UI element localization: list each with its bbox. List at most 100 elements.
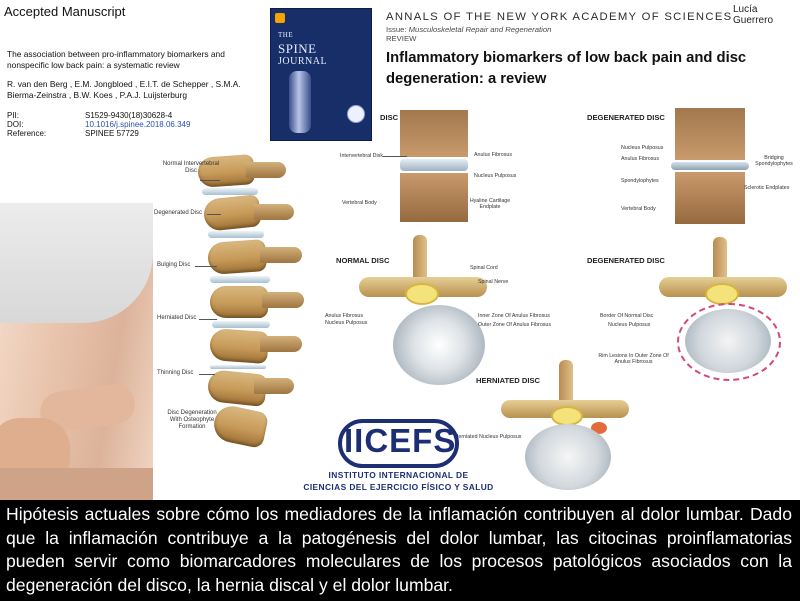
degenerated-title: DEGENERATED DISC: [587, 113, 665, 122]
institute-logo: IICEFS: [344, 422, 457, 459]
label-rim-lesions: Rim Lesions In Outer Zone Of Anulus Fibr…: [598, 353, 669, 365]
doi-link[interactable]: 10.1016/j.spinee.2018.06.349: [85, 120, 191, 129]
degenerated-disc-topview: [655, 237, 795, 385]
vertebral-body-lower: [675, 172, 745, 224]
disc-shape: [400, 159, 468, 171]
caption-text: Hipótesis actuales sobre cómo los mediad…: [6, 504, 792, 595]
cover-badge-icon: [347, 105, 365, 123]
paper-authors: R. van den Berg , E.M. Jongbloed , E.I.T…: [7, 79, 241, 100]
label-sclerotic: Sclerotic Endplates: [744, 185, 790, 191]
leader-line: [195, 266, 217, 267]
label-hyaline: Hyaline Cartilage Endplate: [469, 198, 511, 210]
normal-disc-title: NORMAL DISC: [336, 256, 390, 265]
vertebra-process: [262, 292, 304, 308]
label-nucleus-normal: Nucleus Pulposus: [325, 320, 368, 326]
cover-spine-image: [289, 71, 311, 133]
cover-title-line: SPINE: [278, 41, 317, 56]
normal-disc-topview: [355, 235, 495, 385]
vertebral-body-lower: [400, 173, 468, 222]
vertebra-process: [254, 204, 294, 220]
label-inner-zone: Inner Zone Of Anulus Fibrosus: [478, 313, 550, 319]
pii-key: PII:: [7, 111, 20, 120]
label-anulus: Anulus Fibrosus: [474, 152, 512, 158]
disc-side-diagram: [400, 110, 468, 222]
disc: [210, 365, 266, 369]
institute-name-line2: CIENCIAS DEL EJERCICIO FÍSICO Y SALUD: [303, 482, 494, 492]
journal-name: ANNALS OF THE NEW YORK ACADEMY OF SCIENC…: [386, 11, 733, 23]
disc-rings: [685, 309, 771, 373]
spine-label-herniated: Herniated Disc: [157, 315, 197, 321]
disc: [202, 188, 258, 195]
low-back-pain-photo: [0, 203, 153, 500]
spine-label-normal: Normal Intervertebral Disc: [162, 161, 220, 174]
manuscript-label: Accepted Manuscript: [4, 4, 126, 19]
label-nucleus-degen-top: Nucleus Pulposus: [608, 322, 651, 328]
border-of-normal-disc: [677, 303, 781, 381]
spine-label-bulging: Bulging Disc: [157, 262, 191, 268]
leader-line: [383, 156, 407, 157]
disc-rings: [393, 305, 485, 385]
herniated-disc-topview: [495, 360, 635, 495]
label-spinal-nerve: Spinal Nerve: [478, 279, 509, 285]
spinal-cord: [551, 406, 583, 426]
vertebra-process: [246, 162, 286, 178]
disc-shape: [671, 162, 749, 170]
cover-title-line: THE: [278, 31, 294, 39]
label-spondylophytes: Spondylophytes: [621, 178, 659, 184]
label-anulus-degen: Anulus Fibrosus: [621, 156, 659, 162]
publisher-logo-icon: [275, 13, 285, 23]
label-vertebral-body: Vertebral Body: [342, 200, 377, 206]
spine-illustration: [150, 150, 325, 450]
label-herniated-nucleus: Herniated Nucleus Pulposus: [454, 434, 522, 440]
spinous-process: [713, 237, 727, 285]
leader-line: [199, 374, 215, 375]
vertebra: [210, 286, 268, 318]
leader-line: [207, 214, 221, 215]
label-vertebral-body-degen: Vertebral Body: [621, 206, 656, 212]
doi-key: DOI:: [7, 120, 24, 129]
spine-label-osteophyte: Disc Degeneration With Osteophyte Format…: [167, 410, 217, 430]
vertebral-body-upper: [400, 110, 468, 157]
issue-prefix: Issue:: [386, 25, 409, 34]
caption-band: [0, 500, 800, 601]
disc: [210, 276, 270, 283]
article-title: Inflammatory biomarkers of low back pain…: [386, 50, 747, 87]
label-anulus-normal: Anulus Fibrosus: [325, 313, 363, 319]
label-nucleus-degen: Nucleus Pulposus: [621, 145, 664, 151]
leader-line: [200, 180, 220, 181]
journal-cover: THE SPINE JOURNAL: [270, 8, 372, 141]
vertebra-process: [260, 247, 302, 263]
pii-value: S1529-9430(18)30628-4: [85, 111, 173, 120]
institute-logo-ring: [338, 419, 459, 468]
spine-label-thinning: Thinning Disc: [157, 370, 194, 376]
presenter-name: Lucía Guerrero: [733, 4, 774, 26]
cover-title-line: JOURNAL: [278, 56, 328, 67]
leader-line: [199, 319, 217, 320]
herniated-title: HERNIATED DISC: [476, 376, 540, 385]
vertebral-body-upper: [675, 108, 745, 160]
vertebra-process: [254, 378, 294, 394]
label-bridging: Bridging Spondylophytes: [755, 155, 793, 167]
issue-name: Musculoskeletal Repair and Regeneration: [408, 25, 552, 34]
vertebra: [202, 194, 262, 232]
photo-waist: [0, 468, 153, 500]
label-intervertebral: Intervertebral Disk: [340, 153, 383, 159]
degenerated-side-diagram: [671, 108, 749, 224]
paper-title: The association between pro-inflammatory…: [7, 49, 225, 70]
reference-value: SPINEE 57729: [85, 129, 139, 138]
reference-key: Reference:: [7, 129, 47, 138]
article-type: REVIEW: [386, 34, 417, 43]
disc-title: DISC: [380, 113, 399, 122]
label-nucleus: Nucleus Pulposus: [474, 173, 517, 179]
cover-title: THE SPINE JOURNAL: [278, 29, 327, 68]
label-border-normal: Border Of Normal Disc: [600, 313, 654, 319]
issue-line: Issue: Musculoskeletal Repair and Regene…: [386, 25, 551, 34]
spine-label-degenerated: Degenerated Disc: [154, 210, 203, 216]
spinous-process: [413, 235, 427, 285]
vertebra: [206, 239, 268, 275]
label-outer-zone: Outer Zone Of Anulus Fibrosus: [478, 322, 552, 328]
spinal-cord: [705, 283, 739, 305]
disc-rings: [525, 424, 611, 490]
spinous-process: [559, 360, 573, 405]
institute-name-line1: INSTITUTO INTERNACIONAL DE: [328, 470, 469, 480]
